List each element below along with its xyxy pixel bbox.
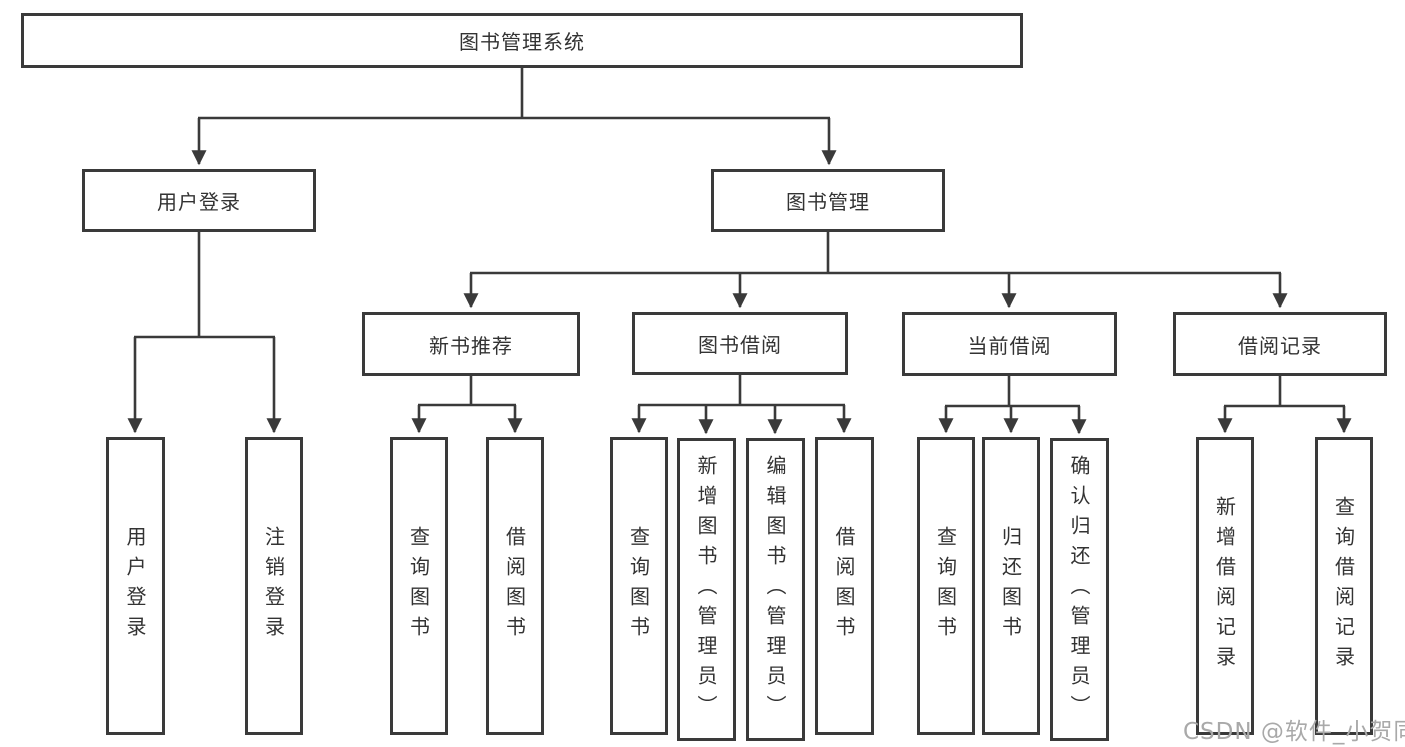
leaf-borrow-books: 借阅图书: [815, 437, 874, 735]
leaf-add-borrow-record: 新增借阅记录: [1196, 437, 1254, 735]
leaf-edit-books-admin: 编辑图书（管理员）: [746, 438, 805, 741]
leaf-query-books-borrow: 查询图书: [610, 437, 668, 735]
leaf-query-books-recommend: 查询图书: [390, 437, 448, 735]
leaf-label: 借阅图书: [832, 526, 856, 646]
leaf-label: 查询借阅记录: [1331, 496, 1356, 676]
node-current-borrowing: 当前借阅: [902, 312, 1117, 376]
leaf-borrow-books-recommend: 借阅图书: [486, 437, 544, 735]
leaf-logout: 注销登录: [245, 437, 303, 735]
node-book-management: 图书管理: [711, 169, 945, 232]
leaf-return-books: 归还图书: [982, 437, 1040, 735]
csdn-watermark: CSDN @软件_小贺同学: [1183, 719, 1405, 745]
leaf-label: 查询图书: [626, 526, 651, 646]
node-borrowing-records: 借阅记录: [1173, 312, 1387, 376]
node-root-library-system: 图书管理系统: [21, 13, 1023, 68]
leaf-user-login: 用户登录: [106, 437, 165, 735]
leaf-query-books-current: 查询图书: [917, 437, 975, 735]
leaf-label: 新增借阅记录: [1212, 496, 1237, 676]
leaf-label: 确认归还（管理员）: [1067, 454, 1091, 725]
leaf-query-borrow-record: 查询借阅记录: [1315, 437, 1373, 735]
leaf-label: 查询图书: [933, 526, 958, 646]
leaf-label: 借阅图书: [502, 526, 527, 646]
node-user-login: 用户登录: [82, 169, 316, 232]
node-new-book-recommendation: 新书推荐: [362, 312, 580, 376]
leaf-label: 注销登录: [261, 526, 286, 646]
leaf-label: 用户登录: [123, 526, 147, 646]
leaf-label: 归还图书: [998, 526, 1023, 646]
leaf-label: 编辑图书（管理员）: [763, 454, 787, 725]
leaf-add-books-admin: 新增图书（管理员）: [677, 438, 736, 741]
leaf-label: 新增图书（管理员）: [694, 454, 718, 725]
node-book-borrowing: 图书借阅: [632, 312, 848, 375]
leaf-confirm-return-admin: 确认归还（管理员）: [1050, 438, 1109, 741]
leaf-label: 查询图书: [406, 526, 431, 646]
